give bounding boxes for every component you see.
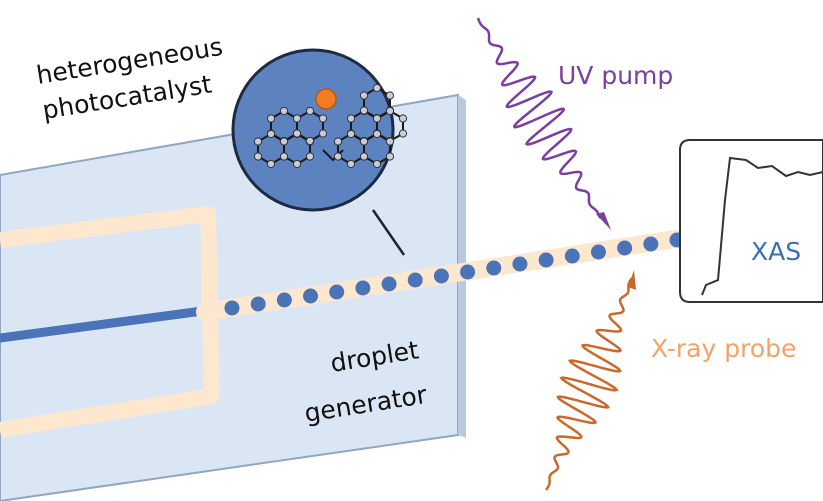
xas-spectrum-box [679, 139, 823, 303]
lattice-atom [359, 137, 369, 146]
droplet [355, 280, 371, 296]
droplet [486, 260, 502, 276]
lattice-atom [318, 129, 328, 138]
droplet [460, 264, 476, 280]
lattice-atom [372, 83, 382, 93]
lattice-atom [292, 129, 302, 138]
lattice-atom [333, 152, 343, 161]
xas-label: XAS [751, 237, 801, 266]
lattice-atom [253, 152, 263, 161]
photocatalyst-inset [231, 48, 408, 212]
droplet-generator-chip [0, 93, 466, 501]
droplet [643, 236, 659, 252]
droplet [512, 256, 528, 272]
xray-probe-label: X-ray probe [651, 334, 796, 363]
lattice-atom [292, 159, 302, 169]
uv-pump-label: UV pump [558, 61, 673, 90]
droplet [329, 284, 345, 300]
lattice-atom [279, 137, 289, 146]
lattice-atom [318, 114, 328, 123]
lattice-atom [385, 91, 395, 100]
uv-pump-wave [476, 17, 602, 219]
lattice-atom [346, 129, 356, 139]
lattice-atom [346, 159, 356, 169]
droplet [250, 296, 266, 312]
lattice-atom [305, 106, 315, 116]
lattice-atom [372, 159, 382, 169]
lattice-atom [279, 106, 289, 116]
lattice-atom [359, 106, 369, 115]
inset-leader-line [371, 209, 406, 256]
droplet [276, 292, 292, 308]
droplet [538, 252, 554, 268]
xray-arrow-head [628, 270, 636, 290]
xas-box-outline [679, 139, 823, 303]
lattice-atom [266, 114, 276, 123]
xray-probe-wave [545, 277, 633, 491]
inset-circle [231, 48, 395, 212]
lattice-atom [398, 114, 408, 123]
lattice-atom [266, 159, 276, 169]
droplet [433, 268, 449, 284]
lattice-atom [359, 152, 369, 161]
droplet-stream [224, 232, 685, 316]
droplet [303, 288, 319, 304]
lattice-atom [266, 129, 276, 139]
droplet [381, 276, 397, 292]
metal-atom [315, 88, 337, 110]
lattice-atom [372, 114, 382, 123]
lattice-atom [279, 152, 289, 161]
lattice-atom [292, 114, 302, 123]
lattice-atom [346, 114, 356, 123]
droplet [564, 248, 580, 264]
droplet [617, 240, 633, 256]
lattice-atom [359, 91, 369, 100]
droplet [224, 300, 240, 316]
uv-arrow-head [596, 212, 611, 230]
lattice-atom [398, 129, 408, 138]
lattice-atom [385, 137, 395, 146]
liquid-jet [0, 305, 215, 343]
lattice-atom [305, 136, 315, 146]
catalyst-lattice [253, 83, 408, 169]
lattice-atom [305, 152, 315, 161]
xas-spectrum-curve [701, 156, 823, 296]
lattice-atom [333, 137, 343, 146]
lattice-atom [253, 137, 263, 146]
droplet [407, 272, 423, 288]
lattice-atom [385, 106, 395, 116]
lattice-atom [385, 152, 395, 161]
droplet [590, 244, 606, 260]
lattice-atom [372, 129, 382, 139]
